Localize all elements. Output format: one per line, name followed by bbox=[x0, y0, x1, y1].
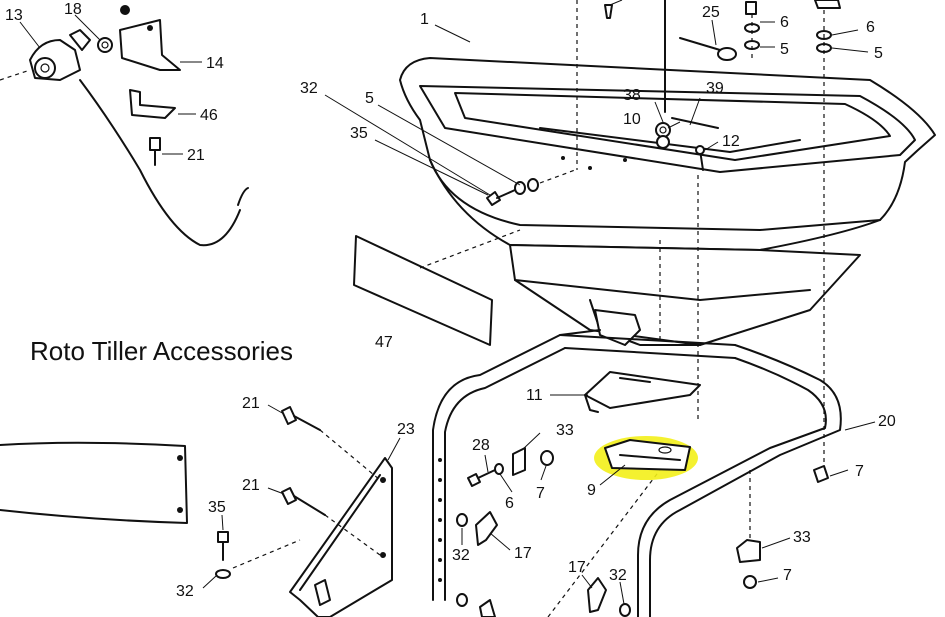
callout-6a: 6 bbox=[780, 14, 789, 31]
decal-47 bbox=[353, 229, 521, 346]
diagram-caption: Roto Tiller Accessories bbox=[30, 336, 293, 366]
callout-9: 9 bbox=[587, 482, 596, 499]
callout-6b: 6 bbox=[866, 19, 875, 36]
callout-21b: 21 bbox=[242, 395, 260, 412]
leader-lines bbox=[19, 0, 876, 605]
callout-1: 1 bbox=[420, 11, 429, 28]
callout-11: 11 bbox=[526, 387, 543, 404]
callout-5c: 5 bbox=[874, 45, 883, 62]
callout-33a: 33 bbox=[556, 422, 574, 439]
callout-46: 46 bbox=[200, 107, 218, 124]
callout-10: 10 bbox=[623, 111, 641, 128]
hardware-frame bbox=[456, 511, 631, 617]
callout-5b: 5 bbox=[780, 41, 789, 58]
cable-assembly bbox=[0, 5, 249, 247]
hardware-center bbox=[467, 447, 554, 487]
callout-numbers: 13 18 14 46 21 1 32 5 35 25 6 5 6 5 38 3… bbox=[5, 1, 896, 600]
frame-20 bbox=[432, 329, 842, 617]
callout-17a: 17 bbox=[514, 545, 532, 562]
bolts-21 bbox=[281, 406, 381, 556]
callout-7c: 7 bbox=[783, 567, 792, 584]
hardware-bottom-left bbox=[215, 531, 301, 579]
callout-47: 47 bbox=[375, 334, 393, 351]
bracket-23 bbox=[289, 457, 393, 617]
bracket-11 bbox=[584, 371, 701, 413]
callout-5a: 5 bbox=[365, 90, 374, 107]
plate-9-highlighted bbox=[594, 436, 698, 480]
bolt-35-assembly bbox=[486, 169, 576, 206]
hardware-right bbox=[736, 465, 829, 589]
callout-17b: 17 bbox=[568, 559, 586, 576]
hardware-top bbox=[576, 0, 841, 465]
callout-32d: 32 bbox=[609, 567, 627, 584]
callout-39: 39 bbox=[706, 80, 724, 97]
callout-32c: 32 bbox=[452, 547, 470, 564]
callout-32a: 32 bbox=[300, 80, 318, 97]
callout-32b: 32 bbox=[176, 583, 194, 600]
callout-14: 14 bbox=[206, 55, 224, 72]
callout-35b: 35 bbox=[208, 499, 226, 516]
callout-6c: 6 bbox=[505, 495, 514, 512]
tiller-shield bbox=[0, 441, 188, 524]
callout-25: 25 bbox=[702, 4, 720, 21]
callout-28: 28 bbox=[472, 437, 490, 454]
callout-23: 23 bbox=[397, 421, 415, 438]
hopper bbox=[399, 57, 936, 346]
callout-21c: 21 bbox=[242, 477, 260, 494]
callout-38: 38 bbox=[623, 87, 641, 104]
callout-7a: 7 bbox=[855, 463, 864, 480]
callout-12: 12 bbox=[722, 133, 740, 150]
callout-33b: 33 bbox=[793, 529, 811, 546]
callout-18: 18 bbox=[64, 1, 82, 18]
callout-20: 20 bbox=[878, 413, 896, 430]
callout-21a: 21 bbox=[187, 147, 205, 164]
callout-13: 13 bbox=[5, 7, 23, 24]
callout-7b: 7 bbox=[536, 485, 545, 502]
callout-35a: 35 bbox=[350, 125, 368, 142]
